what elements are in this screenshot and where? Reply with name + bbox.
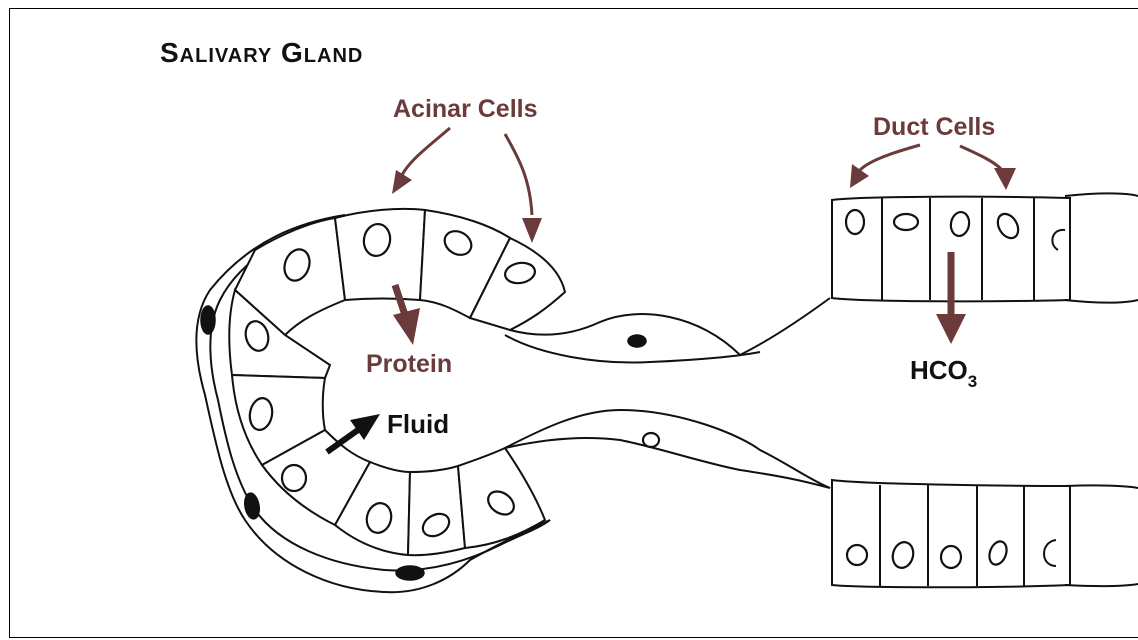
duct-cells-upper (832, 193, 1138, 302)
arrow-duct-left-head (850, 164, 869, 188)
acinar-nucleus (282, 465, 306, 491)
myoepithelial-nucleus (396, 566, 424, 580)
arrow-acinar-right (505, 134, 532, 215)
arrow-acinar-right-head (522, 218, 542, 243)
arrow-hco3-head (936, 314, 966, 344)
myoepithelial-nucleus (243, 492, 261, 520)
intercalated-duct-upper-outer (510, 298, 830, 355)
label-fluid: Fluid (387, 409, 449, 439)
label-acinar-cells: Acinar Cells (393, 95, 538, 123)
arrow-duct-right-head (994, 168, 1016, 190)
arrow-duct-left (860, 145, 920, 170)
arrow-protein-head (393, 308, 420, 345)
label-protein: Protein (366, 350, 452, 378)
diagram-title: Salivary Gland (160, 37, 363, 68)
arrow-acinar-left (402, 128, 450, 175)
intercalated-duct-lower-inner (505, 438, 830, 488)
duct-nucleus (847, 545, 867, 565)
duct-nucleus (894, 214, 918, 230)
acinar-cell (408, 466, 465, 555)
duct-nucleus (846, 210, 864, 234)
myoepithelial-nucleus (201, 306, 215, 334)
duct-nucleus (941, 546, 961, 568)
arrow-duct-right (960, 146, 1002, 170)
label-duct-cells: Duct Cells (873, 113, 995, 141)
label-hco3: HCO3 (910, 355, 977, 391)
duct-wall-nucleus (643, 433, 659, 447)
duct-wall-nucleus (628, 335, 646, 347)
duct-cells-lower (832, 480, 1138, 587)
